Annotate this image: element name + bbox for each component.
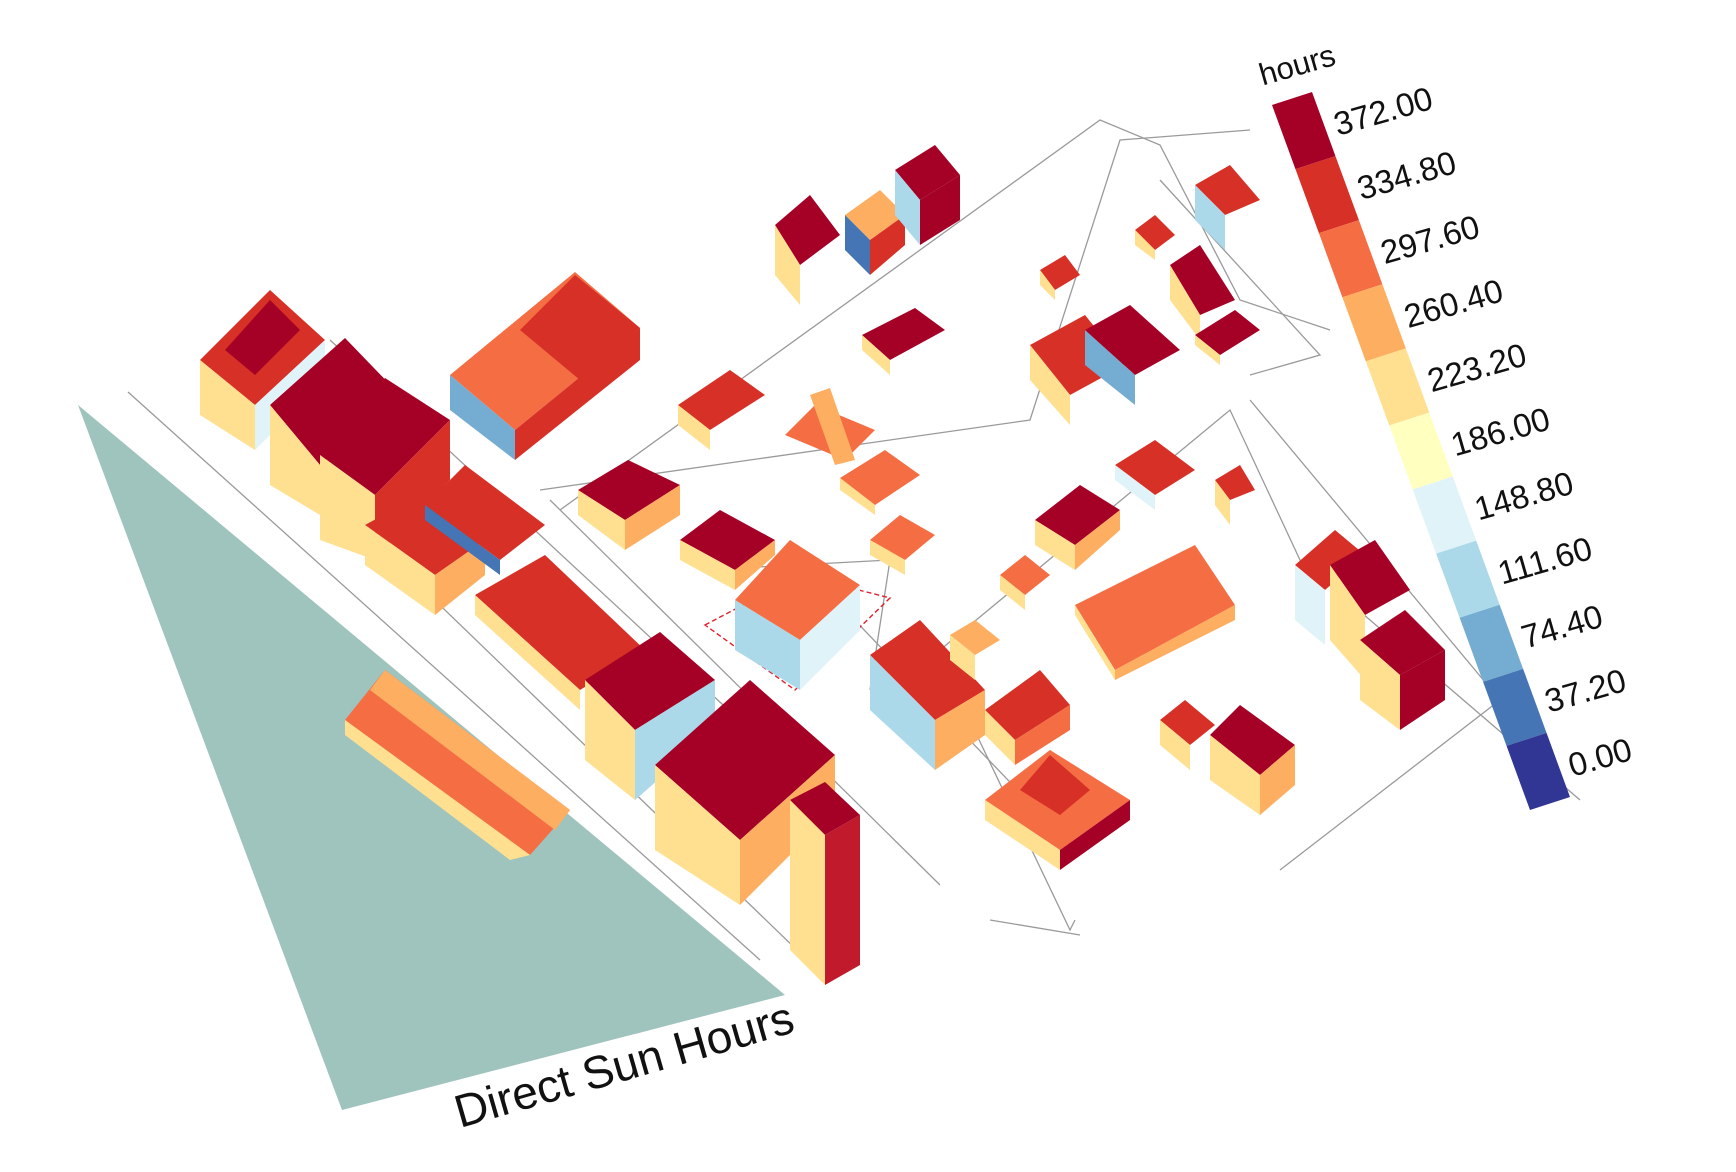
building [450, 272, 640, 460]
building [1115, 440, 1195, 510]
building [678, 370, 765, 450]
legend-swatch [1459, 604, 1524, 682]
legend-swatch [1389, 412, 1453, 490]
building [870, 515, 935, 575]
building [1210, 705, 1295, 815]
building [985, 750, 1130, 870]
building [1195, 310, 1260, 365]
legend-tick-label: 37.20 [1541, 661, 1631, 719]
building [345, 670, 570, 860]
building [1215, 465, 1255, 525]
legend-swatch [1506, 732, 1570, 810]
legend-tick-label: 186.00 [1447, 400, 1554, 463]
legend-tick-label: 297.60 [1376, 208, 1483, 271]
buildings [200, 145, 1445, 985]
building [1195, 165, 1260, 250]
building [775, 195, 840, 305]
building [425, 465, 545, 575]
legend-unit-label: hours [1255, 37, 1339, 92]
color-legend: hours 372.00334.80297.60260.40223.20186.… [1255, 37, 1636, 810]
building [1170, 245, 1235, 340]
legend-tick-label: 111.60 [1494, 529, 1597, 591]
legend-tick-label: 372.00 [1329, 79, 1436, 142]
building [680, 510, 775, 590]
legend-tick-label: 148.80 [1470, 464, 1577, 527]
building [1000, 555, 1050, 610]
building [840, 450, 920, 515]
building [1330, 540, 1410, 680]
building [950, 620, 1000, 680]
building [735, 540, 860, 690]
legend-tick-label: 74.40 [1517, 597, 1607, 655]
building [578, 460, 680, 550]
legend-swatches [1272, 92, 1570, 810]
legend-swatch [1412, 476, 1477, 554]
legend-tick-label: 334.80 [1353, 143, 1460, 206]
legend-tick-label: 223.20 [1423, 336, 1530, 399]
legend-swatch [1272, 92, 1336, 170]
legend-swatch [1365, 348, 1430, 426]
legend-swatch [1436, 540, 1500, 618]
legend-swatch [1342, 284, 1406, 362]
building [845, 190, 905, 275]
legend-swatch [1318, 220, 1383, 298]
legend-swatch [1295, 156, 1359, 234]
building [862, 308, 945, 375]
building [985, 670, 1070, 765]
building [1040, 255, 1080, 300]
building [475, 555, 645, 710]
legend-swatch [1483, 668, 1547, 746]
building [1075, 545, 1235, 680]
building [790, 782, 860, 985]
building [365, 495, 485, 615]
building [870, 620, 985, 770]
building [1085, 305, 1180, 405]
building [1295, 530, 1365, 645]
building [1135, 215, 1175, 260]
building [1035, 485, 1120, 570]
building [1160, 700, 1215, 770]
building [1360, 610, 1445, 730]
building [785, 388, 875, 465]
legend-tick-label: 260.40 [1400, 272, 1507, 335]
legend-tick-label: 0.00 [1564, 730, 1636, 783]
building [895, 145, 960, 245]
